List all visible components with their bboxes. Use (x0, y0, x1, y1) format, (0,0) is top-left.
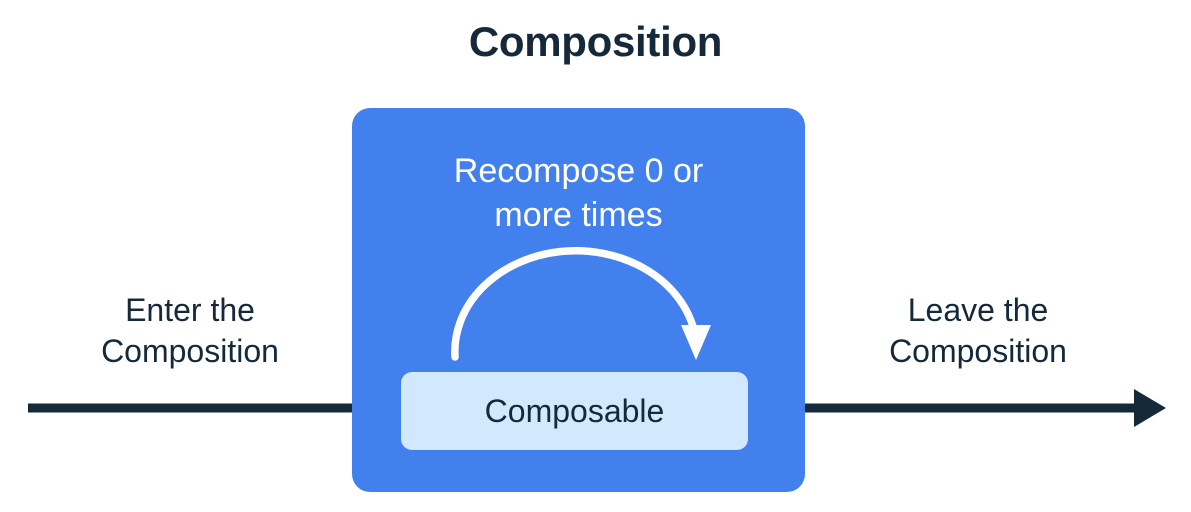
enter-composition-line1: Enter the (125, 292, 255, 328)
leave-arrow (748, 389, 1166, 427)
leave-composition-line1: Leave the (907, 292, 1049, 328)
composable-node-label: Composable (484, 393, 665, 429)
enter-composition-caption: Enter the Composition (40, 290, 340, 372)
enter-arrow (28, 390, 401, 426)
leave-composition-line2: Composition (889, 332, 1067, 369)
enter-composition-line2: Composition (101, 332, 279, 369)
recompose-caption-line2: more times (494, 196, 663, 235)
recompose-caption: Recompose 0 or more times (352, 149, 805, 237)
leave-composition-caption: Leave the Composition (828, 290, 1128, 372)
composable-node[interactable]: Composable (401, 372, 748, 450)
page-title: Composition (468, 18, 723, 65)
recompose-caption-line1: Recompose 0 or (453, 152, 704, 190)
